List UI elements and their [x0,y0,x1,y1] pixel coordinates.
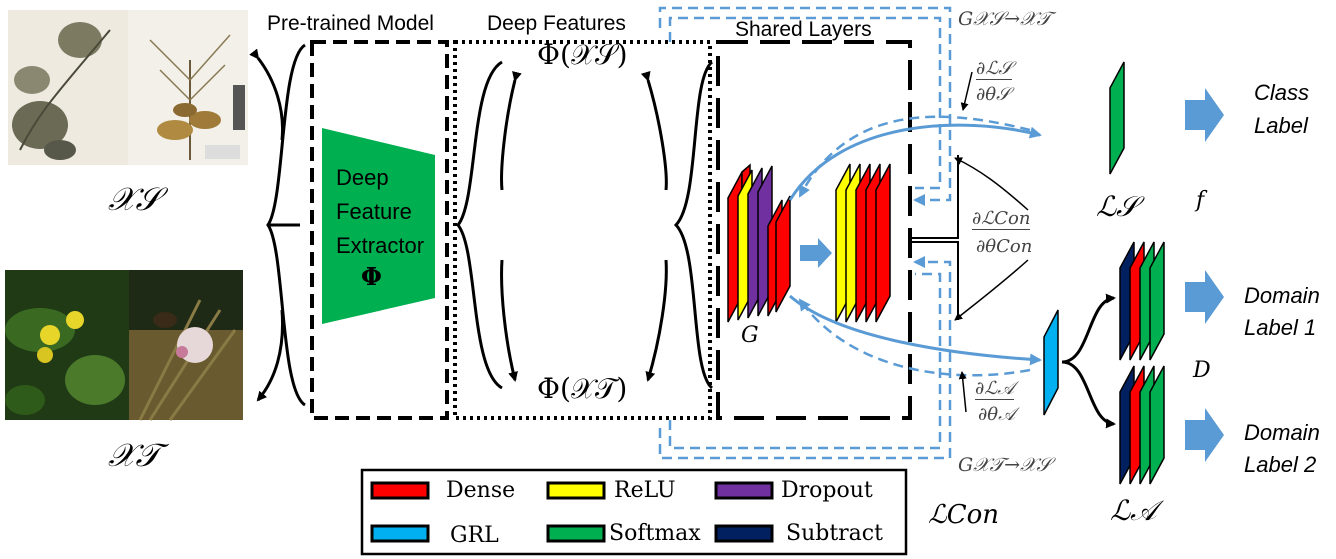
grad-la-num: ∂ℒ𝒜 [975,378,1015,400]
x-source-label: 𝒳𝒮 [108,180,161,218]
header-pretrained: Pre-trained Model [267,12,434,35]
extractor-line1: Deep [336,165,389,190]
legend-box [360,468,908,556]
grad-ls-den: ∂θ𝒮 [976,84,1011,105]
domain2-output-arrow [1185,408,1224,462]
class-output-arrow [1185,88,1224,142]
legend-dropout: Dropout [781,478,873,503]
legend-grl: GRL [450,523,499,548]
legend-softmax: Softmax [609,521,701,546]
target-image-1 [5,270,129,420]
g-t-to-s-label: G𝒳𝒯→𝒳𝒮 [958,454,1052,476]
d-label: D [1193,358,1211,383]
extractor-line2: Feature [336,199,412,224]
grad-ls-num: ∂ℒ𝒮 [976,58,1013,80]
l-s-label: ℒ𝒮 [1096,190,1138,223]
legend-relu: ReLU [614,478,676,503]
g-label: G [741,323,759,348]
grad-lcon-num: ∂ℒCon [972,208,1031,230]
grad-la-den: ∂θ𝒜 [978,404,1016,425]
x-target-label: 𝒳𝒯 [108,436,161,474]
extractor-symbol: Φ [361,262,382,291]
domain1-line2: Label 1 [1244,315,1317,340]
domain1-output-arrow [1185,270,1224,324]
extractor-line3: Extractor [336,233,425,258]
legend-dense: Dense [446,478,516,503]
l-a-label: ℒ𝒜 [1110,494,1157,527]
f-label: f [1196,188,1205,213]
phi-target-label: Φ(𝒳𝒯) [537,372,628,405]
target-image-2 [129,270,243,421]
source-image-1 [8,10,128,165]
domain2-line1: Domain [1244,420,1320,445]
class-label-line2: Label [1254,113,1308,138]
header-deep-features: Deep Features [487,12,626,35]
layer-stack-g [727,163,791,323]
l-con-label: ℒCon [928,500,1000,530]
grl-layer [1043,309,1059,416]
layer-stack-2 [835,163,891,323]
ls-softmax-layer [1109,61,1125,175]
phi-source-label: Φ(𝒳𝒮) [537,38,628,71]
domain1-line1: Domain [1244,283,1320,308]
feature-extractor-shape [322,128,435,324]
legend-subtract: Subtract [786,521,883,546]
grad-lcon-den: ∂θCon [976,236,1033,257]
class-label-line1: Class [1254,80,1310,105]
domain-stack-2 [1119,365,1165,485]
header-shared-layers: Shared Layers [735,18,872,41]
source-image-2 [128,10,248,165]
domain-stack-1 [1119,241,1165,361]
g-s-to-t-label: G𝒳𝒮→𝒳𝒯 [958,8,1052,30]
domain2-line2: Label 2 [1244,452,1317,477]
